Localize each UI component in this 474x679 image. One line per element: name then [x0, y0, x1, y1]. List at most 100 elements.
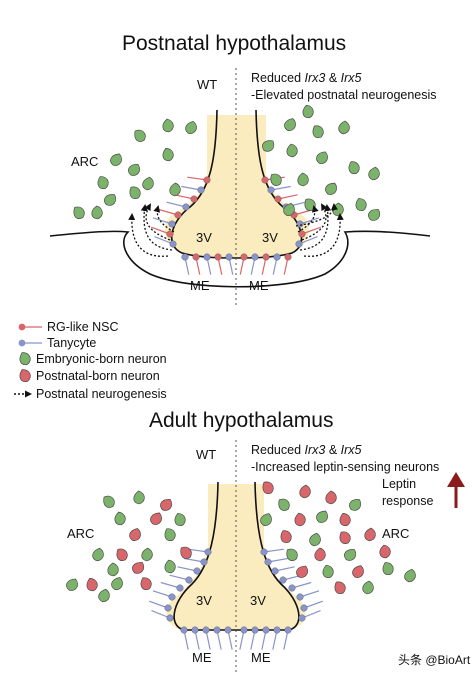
postnatal-me-left: ME [190, 278, 210, 293]
neurogenesis-arrow [303, 213, 344, 257]
postnatal-neuron [116, 548, 128, 561]
neurogenesis-arrow [297, 205, 319, 233]
tanycyte-cell [182, 203, 190, 211]
postnatal-wt-label: WT [197, 77, 217, 92]
embryonic-neuron [348, 161, 360, 174]
embryonic-neuron [169, 182, 181, 197]
embryonic-neuron [98, 588, 110, 603]
adult-me-right: ME [251, 650, 271, 665]
embryonic-neuron [284, 118, 296, 131]
embryonic-neuron [404, 568, 416, 583]
legend-rg-nsc-icon [18, 323, 26, 331]
adult-ventricle-wall [173, 481, 236, 631]
tanycyte-cell [300, 604, 308, 612]
adult-ventricle [236, 484, 306, 630]
rg-nsc-cell [274, 195, 282, 203]
embryonic-neuron [309, 532, 321, 547]
tanycyte-cell [296, 593, 304, 601]
postnatal-reduced-label: Reduced Irx3 & Irx5 [251, 71, 362, 85]
tanycyte-cell [166, 614, 174, 622]
postnatal-neuron [334, 581, 346, 594]
embryonic-neuron [349, 499, 362, 511]
adult-cell-group [149, 548, 323, 650]
adult-arc-right: ARC [382, 526, 409, 541]
postnatal-3v-left: 3V [196, 230, 212, 245]
rg-nsc-cell [190, 195, 198, 203]
tanycyte-cell [213, 626, 221, 634]
postnatal-neuron-group [73, 104, 381, 221]
leptin-label-line2: response [382, 494, 433, 508]
adult-me-left: ME [192, 650, 212, 665]
legend-postnatal-icon [19, 369, 31, 382]
rg-nsc-cell [214, 253, 222, 261]
postnatal-title: Postnatal hypothalamus [122, 32, 346, 55]
postnatal-neuron [294, 512, 306, 527]
leptin-label-line1: Leptin [382, 477, 416, 491]
tanycyte-cell [262, 626, 270, 634]
legend-rg-nsc: RG-like NSC [47, 320, 119, 334]
postnatal-neuron [140, 577, 152, 590]
embryonic-neuron [134, 129, 146, 142]
legend-postnatal: Postnatal-born neuron [36, 369, 160, 383]
tanycyte-cell [296, 220, 304, 228]
rg-nsc-cell [240, 253, 248, 261]
neurogenesis-arrow [301, 203, 328, 241]
tanycyte-cell [193, 567, 201, 575]
adult-neuron-group [66, 481, 416, 603]
adult-title: Adult hypothalamus [149, 409, 333, 432]
embryonic-neuron [325, 182, 338, 195]
embryonic-neuron [129, 186, 141, 199]
tanycyte-cell [264, 558, 272, 566]
adult-effect-label: -Increased leptin-sensing neurons [251, 460, 439, 474]
postnatal-neuron [364, 527, 376, 542]
embryonic-neuron [283, 202, 295, 217]
legend-tanycyte-icon [18, 339, 26, 347]
legend: RG-like NSC Tanycyte Embryonic-born neur… [14, 320, 167, 401]
tanycyte-cell [224, 626, 232, 634]
embryonic-neuron [104, 194, 117, 206]
tanycyte-cell [185, 576, 193, 584]
postnatal-effect-label: -Elevated postnatal neurogenesis [251, 88, 437, 102]
embryonic-neuron [111, 577, 123, 590]
tanycyte-cell [181, 253, 189, 261]
adult-gene2: Irx5 [341, 443, 362, 457]
tanycyte-cell [240, 626, 248, 634]
rg-nsc-cell [166, 230, 174, 238]
embryonic-neuron [304, 198, 316, 211]
embryonic-neuron [286, 548, 298, 561]
neurogenesis-arrow [153, 205, 175, 233]
postnatal-neuron [379, 544, 391, 559]
postnatal-neuron [314, 547, 326, 562]
legend-neurogenesis: Postnatal neurogenesis [36, 387, 167, 401]
rg-nsc-cell [174, 211, 182, 219]
postnatal-gene2: Irx5 [341, 71, 362, 85]
postnatal-me-right: ME [249, 278, 269, 293]
embryonic-neuron [92, 547, 104, 562]
embryonic-neuron [338, 120, 350, 135]
postnatal-cell-group [151, 176, 321, 275]
tanycyte-cell [295, 240, 303, 248]
rg-nsc-cell [192, 253, 200, 261]
adult-wt-label: WT [196, 447, 216, 462]
rg-nsc-cell [262, 253, 270, 261]
neurogenesis-arrow [128, 213, 169, 257]
adult-reduced-label: Reduced Irx3 & Irx5 [251, 443, 362, 457]
embryonic-neuron [278, 498, 290, 511]
tanycyte-cell [298, 614, 306, 622]
legend-postnatal-icon [19, 369, 31, 382]
postnatal-neuron [180, 546, 192, 559]
adult-3v-left: 3V [196, 593, 212, 608]
embryonic-neuron [332, 202, 344, 217]
embryonic-neuron [297, 172, 309, 187]
postnatal-neuron [280, 530, 292, 543]
embryonic-neuron [362, 580, 374, 595]
embryonic-neuron [164, 559, 176, 574]
embryonic-neuron [382, 562, 394, 575]
tanycyte-cell [273, 253, 281, 261]
tanycyte-cell [168, 220, 176, 228]
embryonic-neuron [270, 173, 282, 186]
postnatal-neuron [296, 565, 309, 578]
postnatal-neuron [160, 499, 173, 511]
